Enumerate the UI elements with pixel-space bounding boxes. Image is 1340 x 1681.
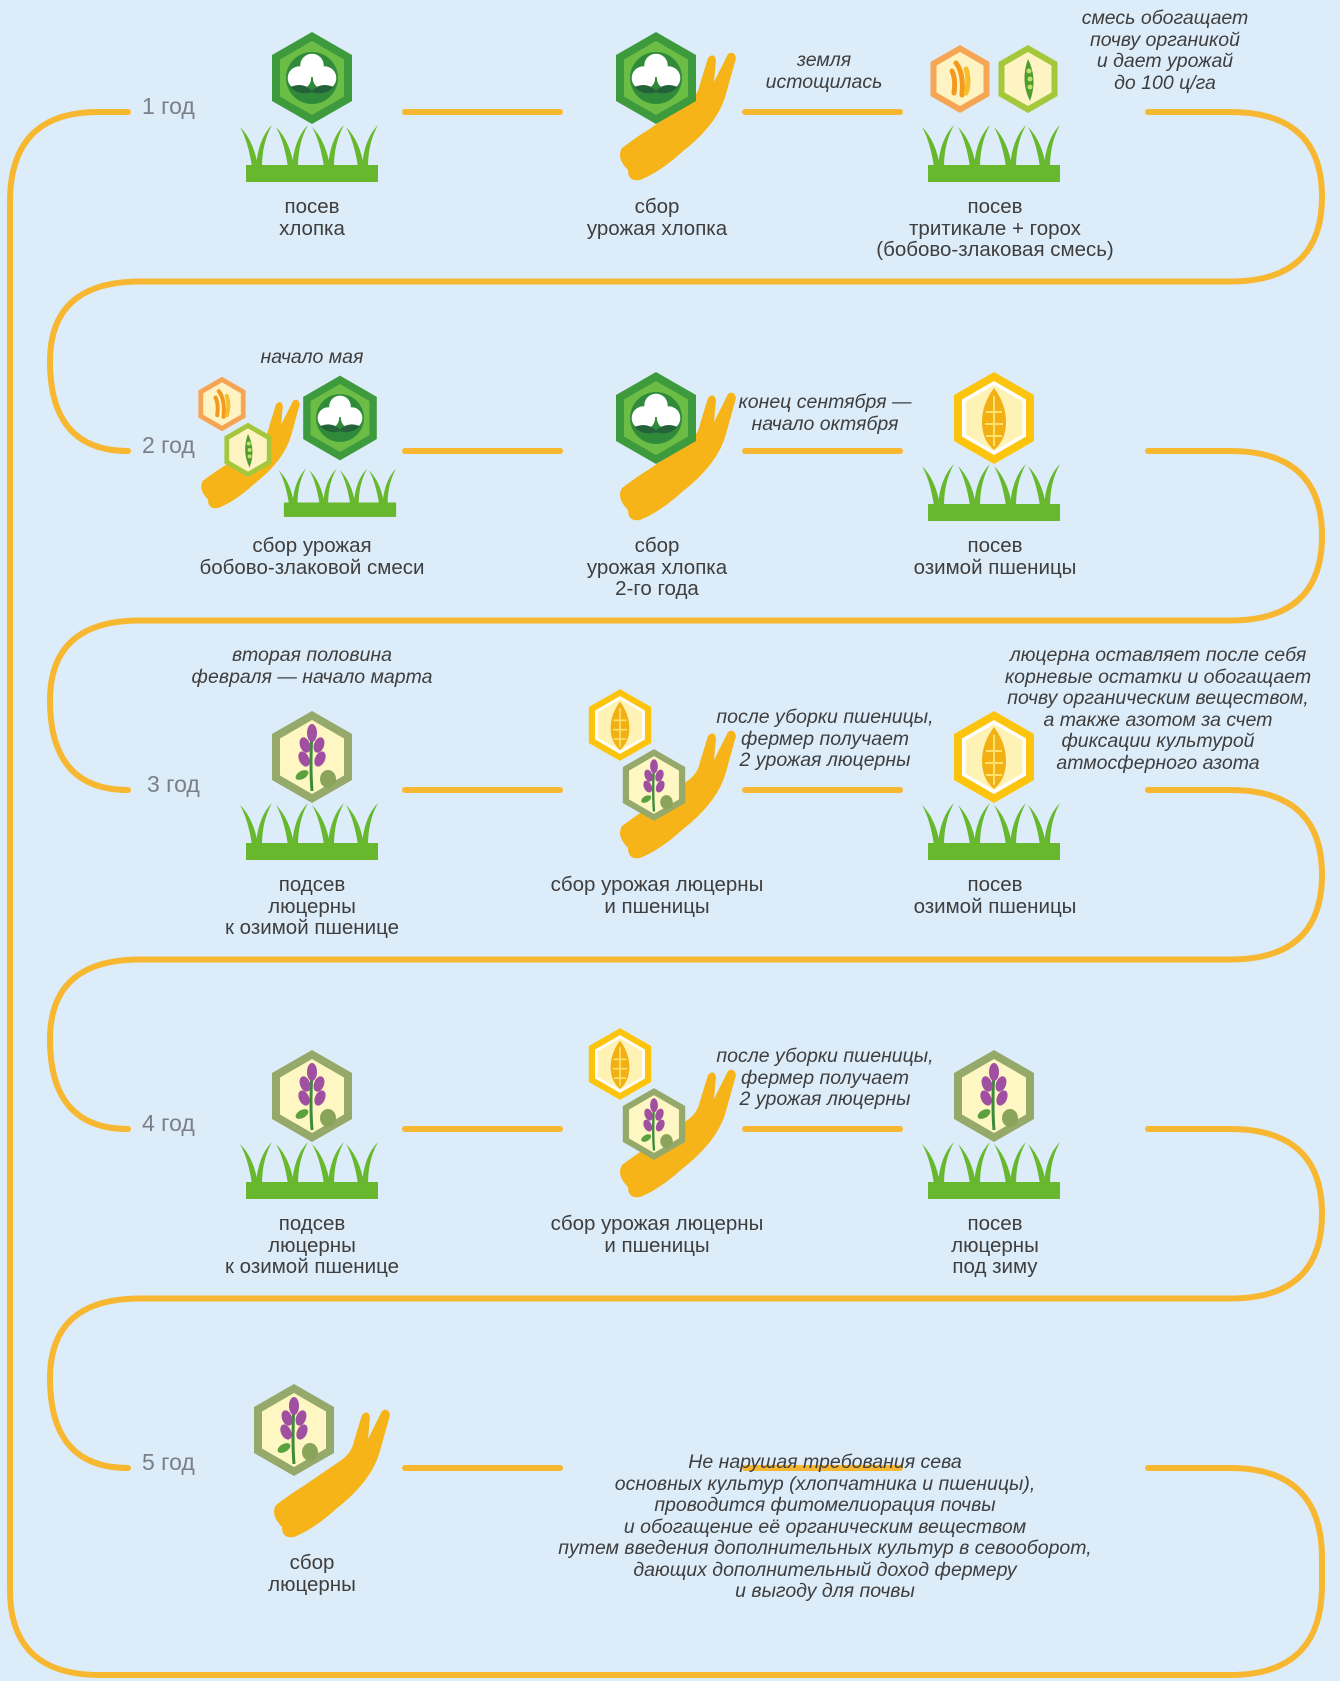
triticale-icon [931,45,990,113]
grass-icon [240,1142,378,1199]
year-label-2: 2 год [142,432,195,458]
note-early-may: начало мая [260,346,364,368]
wheat-icon [954,372,1034,464]
alfalfa-icon [254,1384,334,1476]
stage-caption: посев озимой пшеницы [913,873,1077,918]
grass-icon [922,1142,1060,1199]
cotton-icon [272,32,352,124]
stage-caption: сбор урожая люцерны и пшеницы [550,873,764,918]
stage-caption: сбор урожая хлопка 2-го года [586,534,728,600]
path-left-turn [46,1295,143,1471]
stage-caption: посев хлопка [279,195,345,240]
note-soil-depleted: земля истощилась [765,49,883,93]
rotation-path [7,109,1326,1678]
alfalfa-icon [954,1050,1034,1142]
note-late-feb: вторая половина февраля — начало марта [191,644,433,688]
path-right-turn [137,1126,1326,1302]
grass-icon [922,125,1060,182]
path-left-turn [46,956,143,1132]
grass-icon [240,125,378,182]
stage-caption: посев тритикале + горох (бобово-злаковая… [876,195,1114,261]
stage-caption: посев озимой пшеницы [913,534,1077,579]
note-after-wheat-3: после уборки пшеницы, фермер получает 2 … [716,706,934,771]
grass-icon [922,803,1060,860]
year-label-1: 1 год [142,93,195,119]
grass-icon [922,464,1060,521]
note-late-sept: конец сентября — начало октября [738,391,912,435]
note-conclusion: Не нарушая требования сева основных куль… [558,1451,1092,1602]
path-right-turn [137,448,1326,624]
wheat-icon [589,689,651,761]
year-label-3: 3 год [147,771,200,797]
path-outer-loop [7,109,1325,1678]
wheat-icon [589,1028,651,1100]
cotton-icon [303,376,377,461]
year-label-4: 4 год [142,1110,195,1136]
year-label-5: 5 год [142,1449,195,1475]
triticale-icon [198,377,245,431]
note-after-wheat-4: после уборки пшеницы, фермер получает 2 … [716,1045,934,1110]
pea-icon [998,45,1058,113]
path-right-turn [137,787,1326,963]
stage-caption: подсев люцерны к озимой пшенице [225,1212,399,1278]
stage-caption: сбор урожая хлопка [586,195,728,240]
alfalfa-icon [272,1050,352,1142]
path-left-turn [46,278,143,454]
stage-caption: сбор урожая бобово-злаковой смеси [199,534,425,579]
note-mix-enriches: смесь обогащает почву органикой и дает у… [1081,7,1249,94]
stage-caption: сбор урожая люцерны и пшеницы [550,1212,764,1257]
alfalfa-icon [272,711,352,803]
stage-caption: подсев люцерны к озимой пшенице [225,873,399,939]
path-right-turn [137,109,1326,285]
stage-caption: посев люцерны под зиму [951,1212,1039,1278]
grass-icon [278,468,397,517]
stage-caption: сбор люцерны [268,1551,356,1596]
path-left-turn [46,617,143,793]
note-alfalfa-leaves: люцерна оставляет после себя корневые ос… [1004,644,1312,774]
grass-icon [240,803,378,860]
